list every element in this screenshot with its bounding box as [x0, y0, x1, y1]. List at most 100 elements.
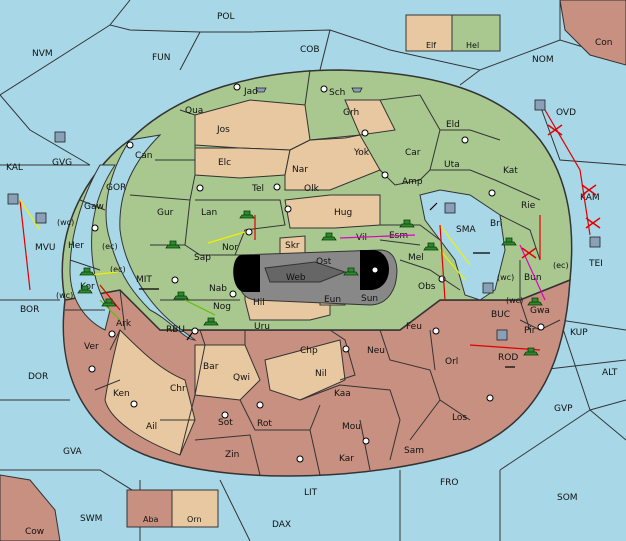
prov-ost: Ost [316, 257, 332, 267]
sea-ovd: OVD [556, 108, 576, 118]
prov-bun: Bun [524, 273, 542, 283]
coast-kor-wc: (wc) [56, 291, 73, 300]
prov-sam: Sam [404, 446, 424, 456]
prov-jos: Jos [216, 125, 230, 135]
sea-bor: BOR [20, 305, 39, 315]
sea-fro: FRO [440, 478, 459, 488]
sea-kam: KAM [580, 193, 600, 203]
sea-con: Con [595, 38, 613, 48]
prov-nar: Nar [292, 165, 308, 175]
sea-fun: FUN [152, 53, 171, 63]
prov-kaa: Kaa [334, 389, 351, 399]
center-cap-left [233, 255, 260, 292]
sea-som: SOM [557, 493, 578, 503]
prov-gwa: Gwa [530, 306, 550, 316]
prov-qua: Qua [185, 106, 203, 116]
legend-aba-label: Aba [143, 515, 159, 524]
fleet-units [7, 87, 601, 341]
prov-yok: Yok [353, 148, 370, 158]
cow-corner [0, 474, 61, 541]
sea-pol: POL [217, 12, 235, 22]
prov-pir: Pir [524, 326, 536, 336]
prov-ver: Ver [84, 342, 99, 352]
prov-bar: Bar [203, 362, 219, 372]
coast-mvu-wc: (wc) [57, 218, 74, 227]
prov-amp: Amp [402, 177, 423, 187]
sea-tei: TEI [588, 259, 603, 269]
sea-kal: KAL [6, 163, 23, 173]
sea-gor: GOR [106, 183, 126, 193]
sea-mvu: MVU [35, 243, 56, 253]
sea-buc: BUC [491, 310, 510, 320]
legend-hel-label: Hel [466, 41, 479, 50]
sea-dor: DOR [28, 372, 48, 382]
prov-mou: Mou [342, 422, 361, 432]
sea-gva: GVA [63, 447, 83, 457]
prov-gaw: Gaw [84, 202, 104, 212]
prov-ken: Ken [113, 389, 130, 399]
order-arrows [19, 109, 591, 351]
prov-bri: Bri [490, 219, 502, 229]
prov-neu: Neu [367, 346, 385, 356]
prov-ark: Ark [116, 319, 132, 329]
province-labels: Jad Sch Qua Jos Grh Eld Can Elc Nar Yok … [68, 87, 550, 464]
sea-swm: SWM [80, 514, 102, 524]
prov-chp: Chp [300, 346, 318, 356]
prov-nog: Nog [213, 302, 231, 312]
move-arrows [139, 202, 515, 368]
coast-gwa-wc: (wc) [506, 296, 523, 305]
sea-rod: ROD [498, 353, 518, 363]
sea-sma: SMA [456, 225, 476, 235]
coast-kor-ec: (ec) [110, 265, 126, 274]
coast-bun-ec: (ec) [553, 261, 569, 270]
coast-bun-wc: (wc) [497, 273, 514, 282]
prov-qwi: Qwi [233, 373, 250, 383]
sea-nvm: NVM [32, 49, 53, 59]
sea-gvp: GVP [554, 404, 573, 414]
prov-kar: Kar [339, 454, 354, 464]
sea-mit: MIT [136, 275, 152, 285]
prov-orl: Orl [445, 357, 458, 367]
sea-dax: DAX [272, 520, 291, 530]
sea-labels: POL NVM FUN COB NOM Con OVD KAL GVG GOR … [6, 12, 618, 537]
sea-nom: NOM [532, 55, 554, 65]
sea-kup: KUP [570, 328, 588, 338]
prov-car: Car [405, 148, 421, 158]
sea-cow: Cow [25, 527, 44, 537]
prov-rot: Rot [257, 419, 272, 429]
prov-nor: Nor [222, 243, 238, 253]
sea-cob: COB [300, 45, 320, 55]
prov-los: Los [452, 413, 467, 423]
prov-zin: Zin [225, 450, 239, 460]
prov-her: Her [68, 241, 84, 251]
legend-elf-label: Elf [426, 41, 436, 50]
con-corner [559, 0, 626, 66]
sea-gvg: GVG [52, 158, 72, 168]
prov-web: Web [286, 273, 306, 283]
prov-sch: Sch [329, 88, 345, 98]
prov-feu: Feu [406, 322, 422, 332]
prov-eun: Eun [324, 295, 341, 305]
prov-sap: Sap [194, 253, 211, 263]
prov-chr: Chr [170, 384, 186, 394]
sea-alt: ALT [602, 368, 618, 378]
sea-lit: LIT [304, 488, 318, 498]
neutral-regions [104, 99, 396, 456]
prov-grh: Grh [343, 108, 359, 118]
prov-sun: Sun [361, 294, 378, 304]
prov-hil: Hil [253, 298, 265, 308]
prov-ail: Ail [146, 422, 157, 432]
supply-centers [88, 83, 545, 463]
legend-bottom: Aba Orn [126, 489, 219, 528]
coast-tags: (wc) (ec) (ec) (wc) (wc) (ec) (wc) [56, 218, 569, 305]
prov-uru: Uru [254, 322, 270, 332]
cut-marks [521, 124, 601, 259]
prov-vil: Vil [356, 233, 367, 243]
legend-top: Elf Hel [405, 14, 501, 52]
prov-eld: Eld [446, 120, 460, 130]
prov-jad: Jad [243, 87, 258, 97]
prov-nil: Nil [315, 369, 327, 379]
prov-obs: Obs [418, 282, 436, 292]
prov-gur: Gur [157, 208, 174, 218]
